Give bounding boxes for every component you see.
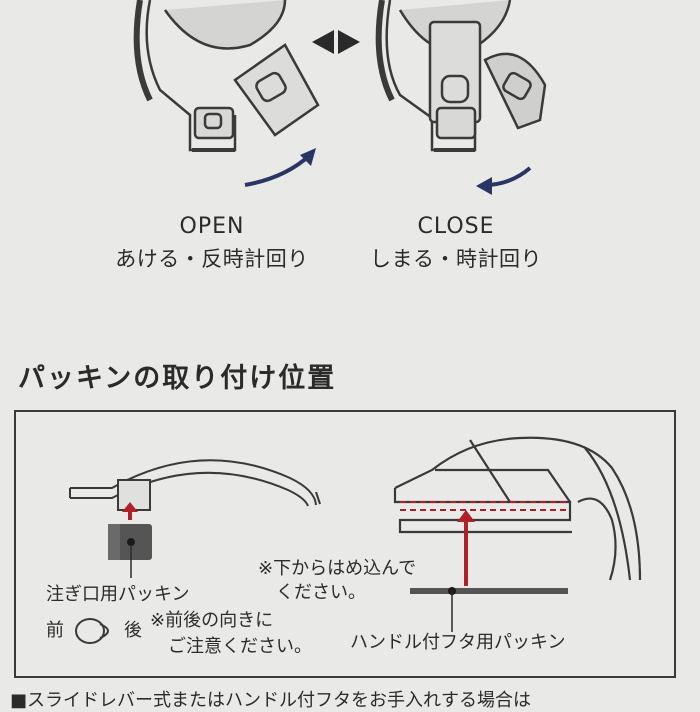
open-label-jp: あける・反時計回り: [115, 247, 309, 271]
spout-gasket-label: 注ぎ口用パッキン: [46, 584, 190, 605]
lid-gasket-label: ハンドル付フタ用パッキン: [350, 632, 566, 653]
insert-note-line2: ください。: [276, 582, 366, 603]
lid-part-drawing: [393, 436, 642, 581]
open-caption: OPEN あける・反時計回り: [92, 214, 332, 273]
close-label-jp: しまる・時計回り: [370, 247, 542, 271]
front-back-orientation-icon: [75, 618, 109, 644]
section-title: パッキンの取り付け位置: [18, 363, 337, 394]
lid-gasket-icon: [410, 588, 568, 594]
orientation-note-line2: ご注意ください。: [168, 636, 312, 657]
insert-note-line1: ※下からはめ込んで: [258, 558, 417, 579]
orientation-note-line1: ※前後の向きに: [150, 610, 274, 631]
footer-cut-text: ■スライドレバー式またはハンドル付フタをお手入れする場合は: [10, 690, 532, 711]
close-lid-drawing: [375, 0, 547, 152]
front-label: 前: [46, 620, 64, 641]
spout-part-drawing: [69, 459, 321, 511]
close-caption: CLOSE しまる・時計回り: [346, 214, 566, 273]
gasket-position-frame: [14, 410, 676, 678]
open-rotation-arrow: [244, 153, 312, 187]
double-arrow-icon: [312, 30, 360, 54]
close-label-en: CLOSE: [417, 214, 495, 239]
open-label-en: OPEN: [179, 214, 245, 239]
open-lid-drawing: [133, 0, 320, 152]
open-close-illustration: [133, 0, 547, 195]
back-label: 後: [124, 620, 142, 641]
gasket-diagram: [69, 436, 642, 644]
